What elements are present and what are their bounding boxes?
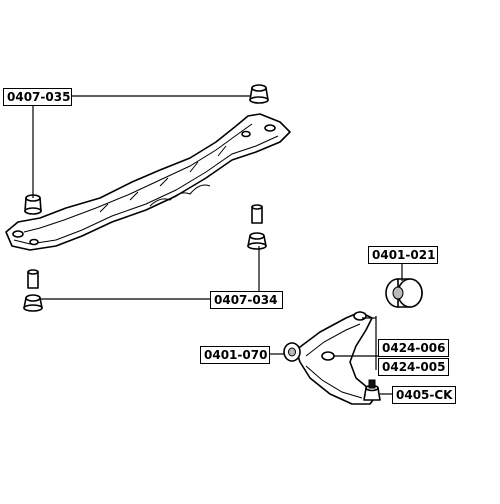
ball-joint <box>363 379 381 401</box>
part-label-0401-070: 0401-070 <box>200 346 270 364</box>
part-label-0407-034: 0407-034 <box>210 291 283 309</box>
leader-lines <box>32 95 403 395</box>
part-label-0405-ck: 0405-CK <box>392 386 456 404</box>
sleeve-right <box>247 204 267 250</box>
part-label-0424-006: 0424-006 <box>378 339 449 357</box>
part-label-0401-021: 0401-021 <box>368 246 438 264</box>
bushing-upper-right <box>249 84 269 104</box>
lower-control-arm <box>283 311 377 405</box>
subframe-crossmember <box>5 113 291 251</box>
part-label-0424-005: 0424-005 <box>378 358 449 376</box>
rear-bushing <box>385 278 423 308</box>
sleeve-left <box>23 269 43 312</box>
part-label-0407-035-top: 0407-035 <box>3 88 72 106</box>
